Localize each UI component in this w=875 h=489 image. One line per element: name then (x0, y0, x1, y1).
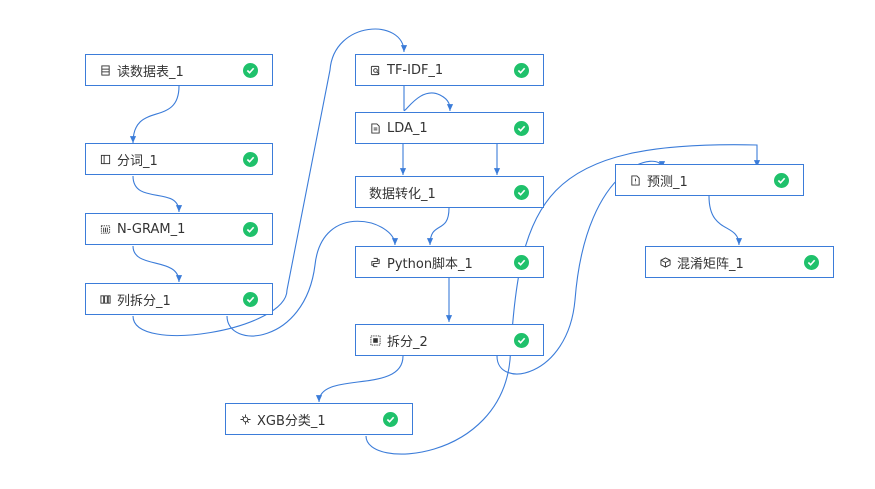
node-ngram[interactable]: N-GRAM_1 (85, 213, 273, 245)
document-icon (369, 122, 381, 134)
node-col-split[interactable]: 列拆分_1 (85, 283, 273, 315)
split-icon (369, 334, 381, 346)
success-check-icon (514, 332, 529, 348)
node-confusion[interactable]: 混淆矩阵_1 (645, 246, 834, 278)
success-check-icon (243, 221, 258, 237)
edge-convert-python (426, 207, 450, 246)
node-tfidf[interactable]: TF-IDF_1 (355, 54, 544, 86)
node-segment[interactable]: 分词_1 (85, 143, 273, 175)
node-xgb[interactable]: XGB分类_1 (225, 403, 413, 435)
node-label: LDA_1 (387, 120, 428, 136)
predict-icon (629, 174, 641, 186)
success-check-icon (514, 120, 529, 136)
success-check-icon (243, 151, 258, 167)
node-label: N-GRAM_1 (117, 221, 186, 237)
python-icon (369, 256, 381, 268)
node-label: TF-IDF_1 (387, 62, 444, 78)
success-check-icon (514, 254, 529, 270)
node-label: 混淆矩阵_1 (677, 256, 744, 272)
node-convert[interactable]: 数据转化_1 (355, 176, 544, 208)
search-doc-icon (369, 64, 381, 76)
book-icon (99, 153, 111, 165)
edge-read_table-segment (129, 85, 180, 144)
node-label: 分词_1 (117, 153, 158, 169)
cube-icon (659, 256, 671, 268)
node-label: 列拆分_1 (117, 293, 171, 309)
edge-split2-xgb (315, 355, 404, 403)
node-predict[interactable]: 预测_1 (615, 164, 804, 196)
success-check-icon (804, 254, 819, 270)
node-label: 数据转化_1 (369, 186, 436, 202)
success-check-icon (243, 291, 258, 307)
node-label: 拆分_2 (387, 334, 428, 350)
edge-predict-confusion (708, 195, 743, 246)
node-read-table[interactable]: 读数据表_1 (85, 54, 273, 86)
success-check-icon (514, 62, 529, 78)
success-check-icon (774, 172, 789, 188)
edge-tfidf-lda-1 (403, 86, 454, 112)
ngram-icon (99, 223, 111, 235)
node-label: Python脚本_1 (387, 256, 473, 272)
success-check-icon (514, 184, 529, 200)
node-split2[interactable]: 拆分_2 (355, 324, 544, 356)
edge-ngram-col_split (132, 245, 183, 283)
node-python[interactable]: Python脚本_1 (355, 246, 544, 278)
classifier-icon (239, 413, 251, 425)
node-label: 读数据表_1 (117, 64, 184, 80)
success-check-icon (243, 62, 258, 78)
success-check-icon (383, 411, 398, 427)
table-icon (99, 64, 111, 76)
columns-icon (99, 293, 111, 305)
node-lda[interactable]: LDA_1 (355, 112, 544, 144)
edge-segment-ngram (132, 175, 183, 213)
node-label: XGB分类_1 (257, 413, 326, 429)
node-label: 预测_1 (647, 174, 688, 190)
